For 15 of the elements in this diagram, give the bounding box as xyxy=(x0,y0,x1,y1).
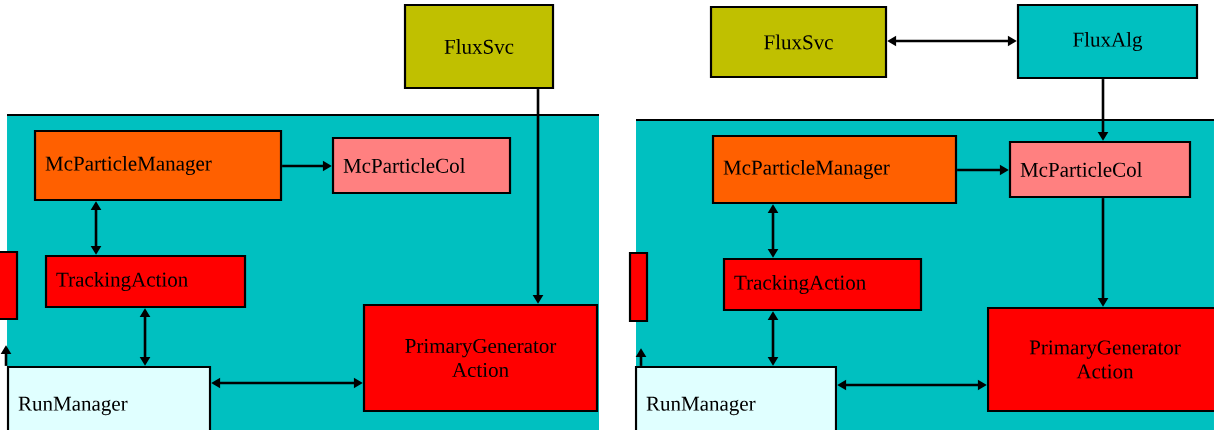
partial-box xyxy=(628,251,649,323)
action-box: PrimaryGenerator Action xyxy=(362,303,599,413)
manager-box: RunManager xyxy=(6,365,212,430)
collection-box: McParticleCol xyxy=(331,136,512,195)
service-box: FluxSvc xyxy=(709,5,888,79)
action-box: TrackingAction xyxy=(44,254,247,309)
manager-box: McParticleManager xyxy=(711,134,958,205)
algorithm-box: FluxAlg xyxy=(1016,3,1199,80)
action-box: PrimaryGenerator Action xyxy=(986,306,1214,413)
partial-box xyxy=(0,250,19,321)
collection-box: McParticleCol xyxy=(1008,140,1192,199)
service-box: FluxSvc xyxy=(403,3,555,90)
action-box: TrackingAction xyxy=(722,257,923,312)
manager-box: McParticleManager xyxy=(33,129,283,202)
manager-box: RunManager xyxy=(634,365,838,430)
